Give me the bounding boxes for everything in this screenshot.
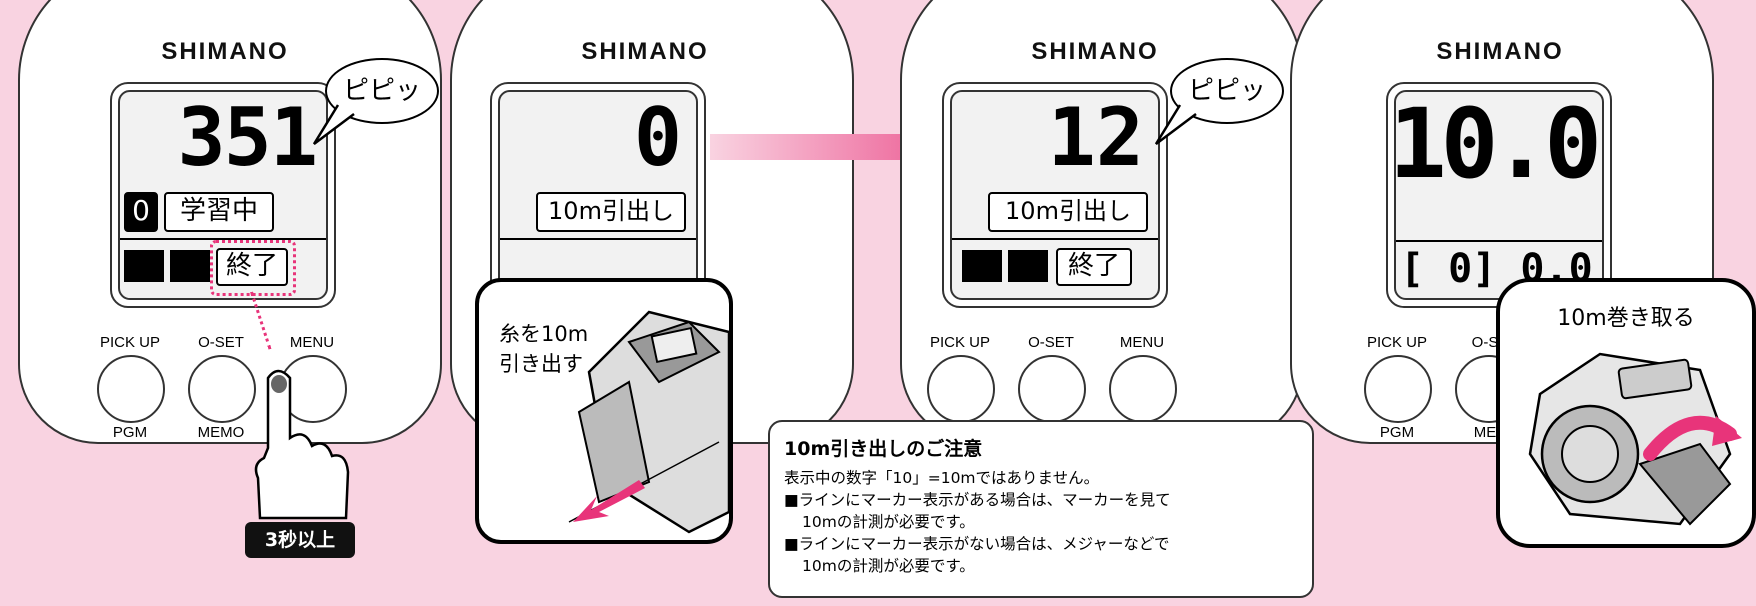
o-set-button[interactable] [188,355,256,423]
end-label: 終了 [216,248,288,286]
inset-title: 10m巻き取る [1557,306,1695,331]
segment-block [962,250,1002,282]
notice-title: 10m引き出しのご注意 [784,438,983,460]
menu-button[interactable] [1109,355,1177,423]
notice-line: 10mの計測が必要です。 [802,557,975,575]
pull-out-notice: 10m引き出しのご注意 表示中の数字「10」=10mではありません。 ■ラインに… [768,420,1314,598]
menu-label: MENU [289,334,335,351]
inset-text-line1: 糸を10m [499,322,589,346]
step3-panel: SHIMANO 12 10m引出し 終了 ピピッ PICK UP O-SET M… [880,0,1304,606]
learning-label: 学習中 [164,192,274,232]
highlight-dotted-box [210,240,296,296]
o-set-button[interactable] [1018,355,1086,423]
step1-panel: SHIMANO 351 0 学習中 終了 ピピッ PICK UP O-SET M… [0,0,442,606]
step2-panel: SHIMANO 0 10m引出し 糸を10m 引き出す [450,0,880,606]
segment-block [124,250,164,282]
depth-counter: 0 [633,91,682,184]
notice-line: 表示中の数字「10」=10mではありません。 [784,469,1100,487]
reel-rewind-illustration-icon [1528,352,1742,526]
digit-indicator: 0 [124,192,158,232]
lcd-screen: 10.0 [ 0] 0.0 [1389,90,1604,300]
memo-label: ME [1473,424,1497,441]
pick-up-button[interactable] [1364,355,1432,423]
notice-line: ■ラインにマーカー表示がある場合は、マーカーを見て [784,491,1171,509]
o-set-label: O-S [1471,334,1499,351]
brand-logo: SHIMANO [1436,38,1564,65]
pick-up-label: PICK UP [1366,334,1427,351]
menu-label: MENU [1119,334,1165,351]
depth-counter: 12 [1047,91,1144,184]
lcd-screen: 0 10m引出し [498,90,698,300]
brand-logo: SHIMANO [1031,38,1159,65]
lcd-screen: 12 10m引出し 終了 [950,90,1160,300]
screen-divider [1396,240,1602,242]
lcd-screen: 351 0 学習中 終了 [118,90,328,300]
hold-duration-badge: 3秒以上 [245,522,355,558]
screen-divider [500,238,696,240]
pick-up-button[interactable] [927,355,995,423]
brand-logo: SHIMANO [161,38,289,65]
notice-line: ■ラインにマーカー表示がない場合は、メジャーなどで [784,535,1170,553]
o-set-label: O-SET [1028,334,1074,351]
pull-out-label: 10m引出し [536,192,686,232]
pgm-label: PGM [1379,424,1415,441]
o-set-label: O-SET [198,334,244,351]
screen-divider [120,238,326,240]
pull-line-inset: 糸を10m 引き出す [475,278,733,544]
step4-panel: SHIMANO 10.0 [ 0] 0.0 PICK UP O-S PGM ME… [1280,0,1756,606]
pick-up-label: PICK UP [99,334,160,351]
reel-illustration-icon [568,310,731,534]
depth-counter: 10.0 [1388,88,1602,200]
segment-block [1008,250,1048,282]
notice-line: 10mの計測が必要です。 [802,513,975,531]
finger-press-icon [254,369,350,520]
pick-up-label: PICK UP [929,334,990,351]
pgm-label: PGM [112,424,148,441]
end-label: 終了 [1056,248,1132,286]
bubble-tail [1154,104,1197,145]
inset-text-line2: 引き出す [499,352,583,376]
screen-divider [952,238,1158,240]
bubble-tail [312,104,355,145]
brand-logo: SHIMANO [581,38,709,65]
pull-direction-arrow-icon [573,480,645,522]
pick-up-button[interactable] [97,355,165,423]
segment-block [170,250,210,282]
depth-counter: 351 [177,91,318,184]
memo-label: MEMO [197,424,245,441]
pull-out-label: 10m引出し [988,192,1148,232]
rewind-inset: 10m巻き取る [1496,278,1756,548]
